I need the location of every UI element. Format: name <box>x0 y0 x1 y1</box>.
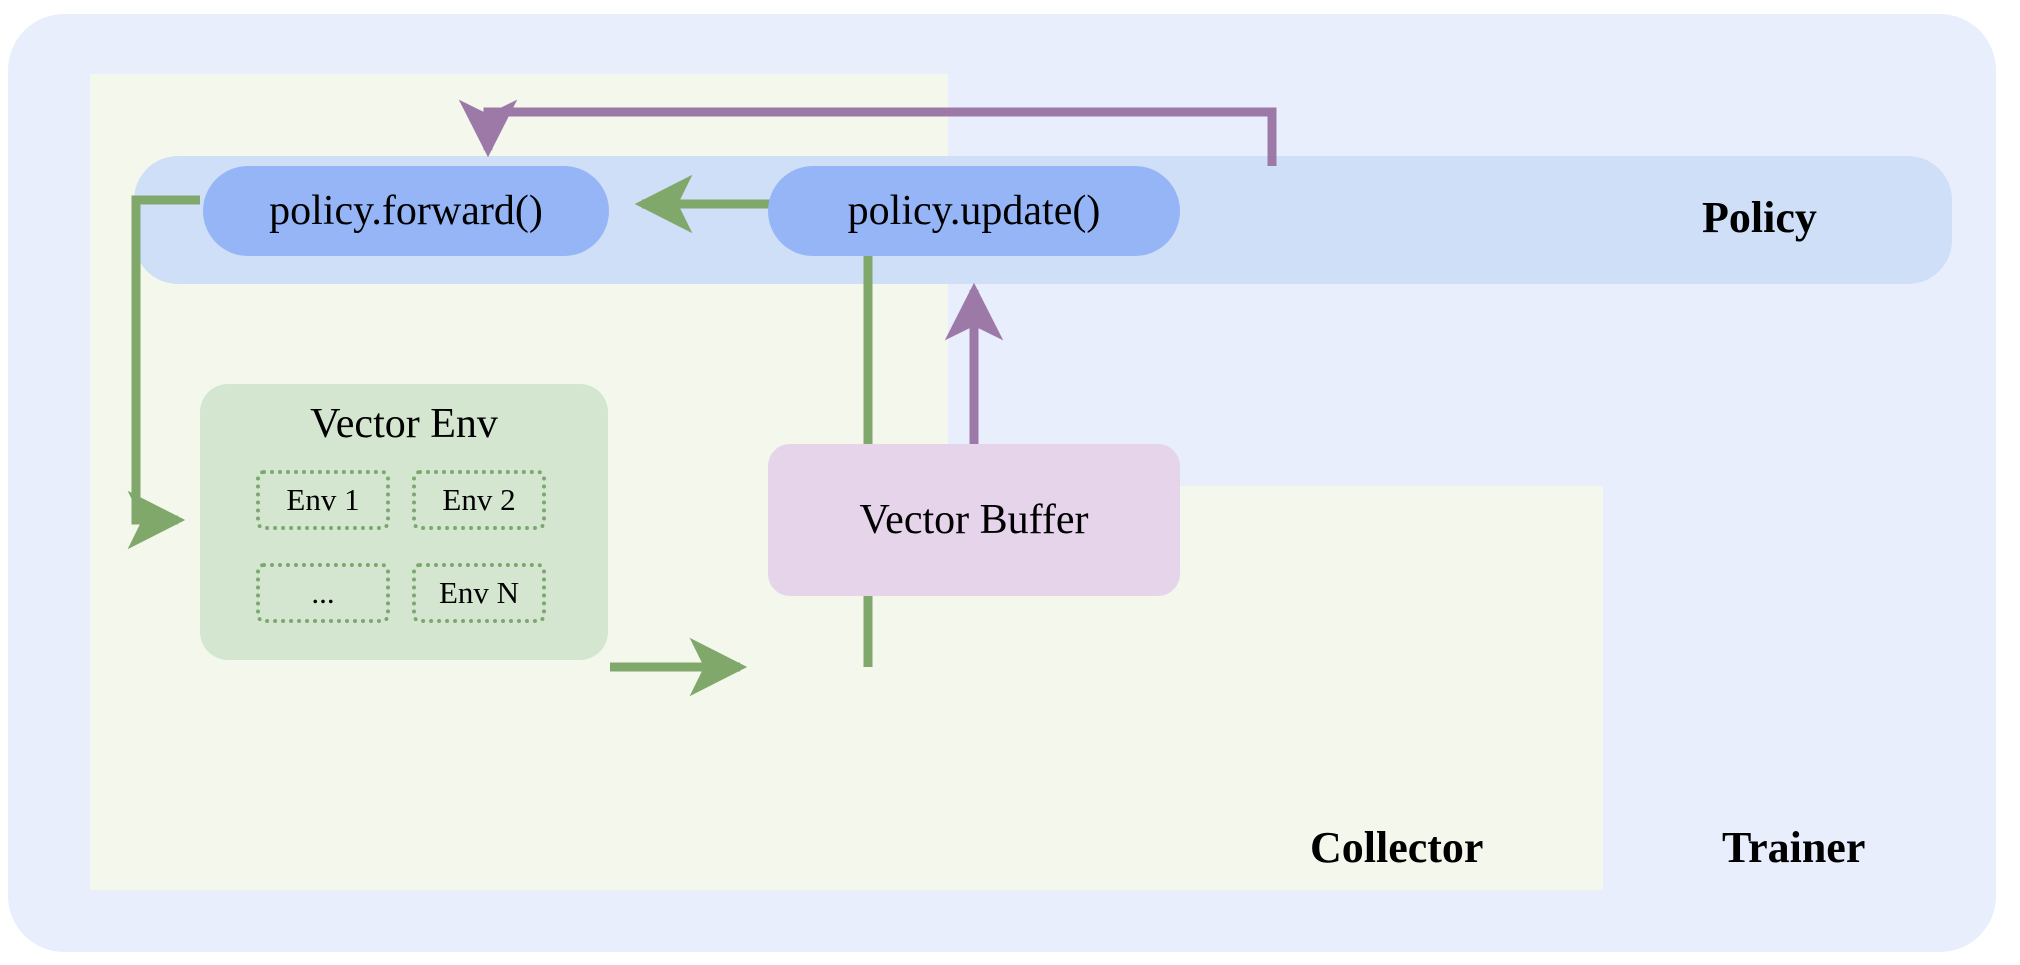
node-policy-update[interactable]: policy.update() <box>768 166 1180 256</box>
vector-env-title: Vector Env <box>310 401 498 447</box>
env-box-ellipsis[interactable]: ... <box>256 563 390 623</box>
node-vector-env[interactable]: Vector Env Env 1 Env 2 ... Env N <box>200 384 608 660</box>
env-grid: Env 1 Env 2 ... Env N <box>256 470 556 623</box>
env-box-1[interactable]: Env 1 <box>256 470 390 530</box>
collector-panel-label: Collector <box>1310 823 1484 872</box>
policy-panel-label: Policy <box>1702 193 1817 242</box>
env-box-2[interactable]: Env 2 <box>412 470 546 530</box>
node-vector-buffer[interactable]: Vector Buffer <box>768 444 1180 596</box>
node-policy-forward[interactable]: policy.forward() <box>203 166 609 256</box>
trainer-panel-label: Trainer <box>1722 823 1866 872</box>
env-box-n[interactable]: Env N <box>412 563 546 623</box>
